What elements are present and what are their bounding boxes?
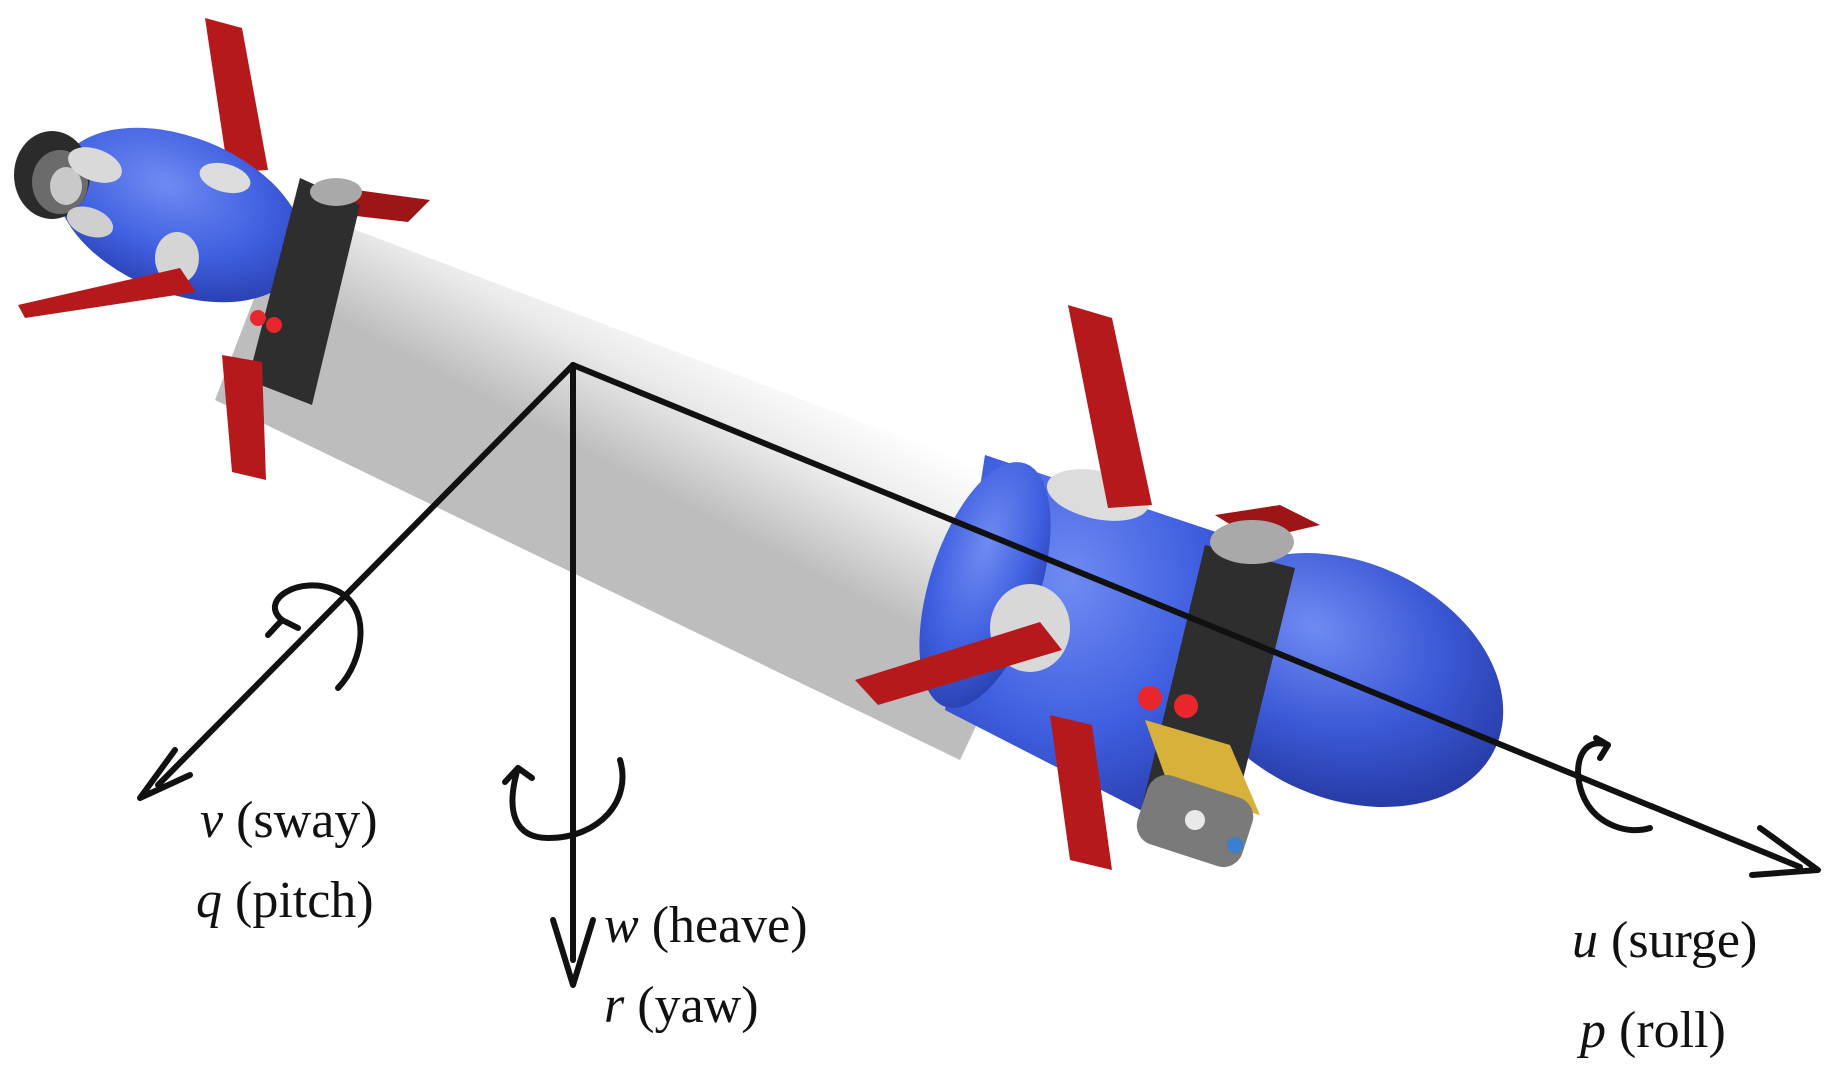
pitch-label: q (pitch) — [196, 872, 374, 929]
tail-port-upper — [199, 162, 251, 194]
front-fin-bottom — [1050, 715, 1112, 870]
surge-axis — [570, 362, 1803, 870]
front-fin-top — [1068, 305, 1152, 508]
roll-label: p (roll) — [1580, 1002, 1726, 1059]
heave-label: w (heave) — [604, 897, 808, 954]
propeller-icon — [14, 131, 122, 238]
tail-fin-bottom — [222, 355, 266, 480]
tail-led — [250, 310, 266, 326]
curved-arrow-icon — [272, 582, 364, 691]
sensor-plate — [1145, 720, 1260, 815]
arrowhead-icon — [1749, 825, 1821, 878]
surge-label: u (surge) — [1572, 912, 1758, 969]
tail-port-lower — [155, 232, 199, 284]
tail-band — [248, 178, 360, 405]
front-bolt — [1210, 520, 1294, 564]
front-fin-left — [855, 622, 1062, 705]
arrowhead-icon — [550, 917, 596, 988]
yaw-label: r (yaw) — [604, 977, 759, 1034]
front-led — [1138, 686, 1162, 710]
tail-bolt — [310, 178, 362, 206]
main-hull — [215, 205, 1080, 760]
arrowhead-icon — [137, 747, 193, 801]
tail-fin-left — [18, 268, 196, 318]
sway-label: v (sway) — [200, 792, 378, 849]
tail-fin-top — [205, 18, 268, 172]
sway-axis — [155, 362, 576, 788]
